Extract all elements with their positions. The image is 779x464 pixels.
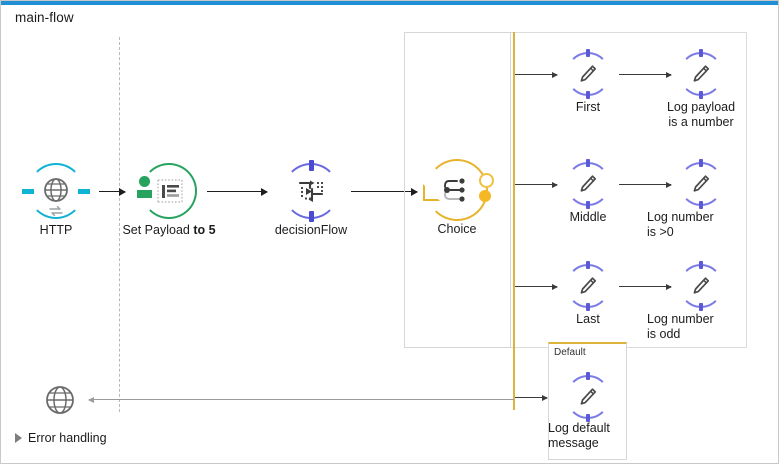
node-choice-label: Choice <box>437 222 477 236</box>
node-log-number-gt0-label: Log number is >0 <box>641 210 767 240</box>
arrow-spine-to-first <box>515 71 558 78</box>
log-default-tick-bottom <box>586 414 590 422</box>
last-tick-top <box>586 261 590 269</box>
choice-scope-container <box>404 32 511 348</box>
error-handling-expander[interactable]: Error handling <box>15 431 107 445</box>
node-log-payload-label: Log payload is a number <box>641 100 761 130</box>
globe-icon <box>46 386 74 414</box>
default-route-container <box>548 342 627 460</box>
arrow-spine-to-middle <box>515 181 558 188</box>
log-payload-tick-top <box>699 49 703 57</box>
http-connector-left <box>22 188 34 194</box>
arrow-spine-to-default <box>515 394 548 401</box>
log-number-odd-tick-top <box>699 261 703 269</box>
pencil-logger-icon <box>690 63 712 85</box>
set-payload-connector-dot <box>139 176 150 187</box>
node-log-default-label: Log default message <box>548 421 628 451</box>
first-tick-top <box>586 49 590 57</box>
choice-route-spine <box>513 32 515 410</box>
arrow-setpayload-to-decisionflow <box>207 187 268 196</box>
routes-scope-container <box>511 32 747 348</box>
log-payload-tick-bottom <box>699 91 703 99</box>
http-connector-right <box>78 188 90 194</box>
set-payload-label-bold: to 5 <box>193 223 216 237</box>
pencil-logger-icon <box>577 63 599 85</box>
flow-top-accent-bar <box>1 1 778 5</box>
set-payload-label-plain: Set Payload <box>122 223 194 237</box>
pencil-logger-icon <box>690 275 712 297</box>
log-number-gt0-tick-bottom <box>699 201 703 209</box>
decision-flow-tick-top <box>308 160 314 171</box>
pencil-logger-icon <box>577 173 599 195</box>
node-set-payload-label: Set Payload to 5 <box>103 223 235 238</box>
arrow-last-to-log-number-odd <box>619 283 672 290</box>
flow-title: main-flow <box>15 10 74 25</box>
node-middle-label: Middle <box>569 210 607 224</box>
choice-output-filled-dot <box>479 190 491 202</box>
first-tick-bottom <box>586 91 590 99</box>
pencil-logger-icon <box>577 386 599 408</box>
log-number-gt0-line2: is >0 <box>647 225 674 239</box>
log-payload-line1: Log payload <box>666 100 736 114</box>
choice-output-open-dot <box>479 173 494 188</box>
log-number-gt0-tick-top <box>699 159 703 167</box>
exchange-arrows-icon <box>48 205 64 217</box>
choice-connector-left <box>423 184 440 201</box>
node-last-label: Last <box>576 312 600 326</box>
log-default-line2: message <box>548 436 599 450</box>
flow-reference-icon <box>296 176 326 206</box>
middle-tick-bottom <box>586 201 590 209</box>
globe-icon <box>41 175 71 205</box>
pencil-logger-icon <box>577 275 599 297</box>
branch-nodes-icon <box>441 176 473 204</box>
arrow-first-to-log-payload <box>619 71 672 78</box>
arrow-return-to-source <box>88 396 514 403</box>
arrow-decisionflow-to-choice <box>351 187 418 196</box>
document-lines-icon <box>155 176 185 206</box>
last-tick-bottom <box>586 303 590 311</box>
log-default-line1: Log default <box>548 421 610 435</box>
set-payload-connector-bar <box>137 190 152 198</box>
source-section-divider <box>119 37 120 412</box>
log-number-odd-line2: is odd <box>647 327 681 341</box>
default-route-header: Default <box>554 347 586 358</box>
arrow-http-to-setpayload <box>99 187 126 196</box>
arrow-spine-to-last <box>515 283 558 290</box>
end-globe-node[interactable] <box>43 383 77 417</box>
node-decision-flow-label: decisionFlow <box>274 223 348 237</box>
http-ring <box>28 163 84 219</box>
log-number-odd-tick-bottom <box>699 303 703 311</box>
set-payload-ring <box>141 163 197 219</box>
log-payload-line2: is a number <box>668 115 734 129</box>
decision-flow-tick-bottom <box>308 211 314 222</box>
pencil-logger-icon <box>690 173 712 195</box>
middle-tick-top <box>586 159 590 167</box>
log-number-gt0-line1: Log number <box>647 210 714 224</box>
arrow-middle-to-log-number-gt0 <box>619 181 672 188</box>
triangle-right-icon <box>15 433 22 443</box>
error-handling-label: Error handling <box>28 431 107 445</box>
log-default-tick-top <box>586 372 590 380</box>
log-number-odd-line1: Log number <box>647 312 714 326</box>
node-first-label: First <box>575 100 601 114</box>
node-http-label: HTTP <box>39 223 73 237</box>
node-log-number-odd-label: Log number is odd <box>641 312 767 342</box>
